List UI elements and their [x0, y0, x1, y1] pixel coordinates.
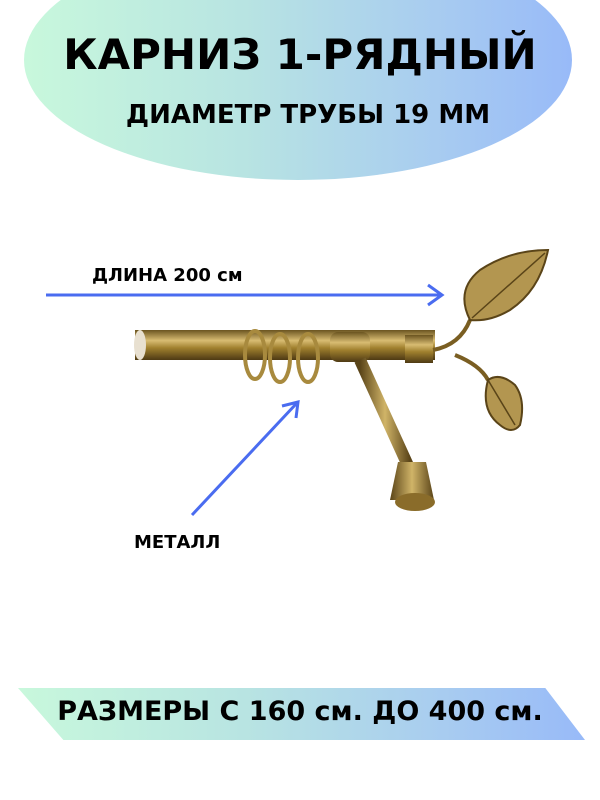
product-subtitle: ДИАМЕТР ТРУБЫ 19 ММ [125, 100, 491, 130]
material-arrow [190, 400, 300, 517]
leaf-finial [432, 248, 550, 431]
material-label: МЕТАЛЛ [134, 532, 221, 553]
length-label: ДЛИНА 200 см [92, 265, 243, 286]
sizes-banner-background [18, 688, 585, 740]
rings [243, 329, 320, 384]
bracket [354, 357, 435, 511]
sizes-banner-text: РАЗМЕРЫ С 160 см. ДО 400 см. [57, 696, 543, 727]
product-title: КАРНИЗ 1-РЯДНЫЙ [63, 30, 537, 79]
length-arrow [46, 283, 445, 307]
